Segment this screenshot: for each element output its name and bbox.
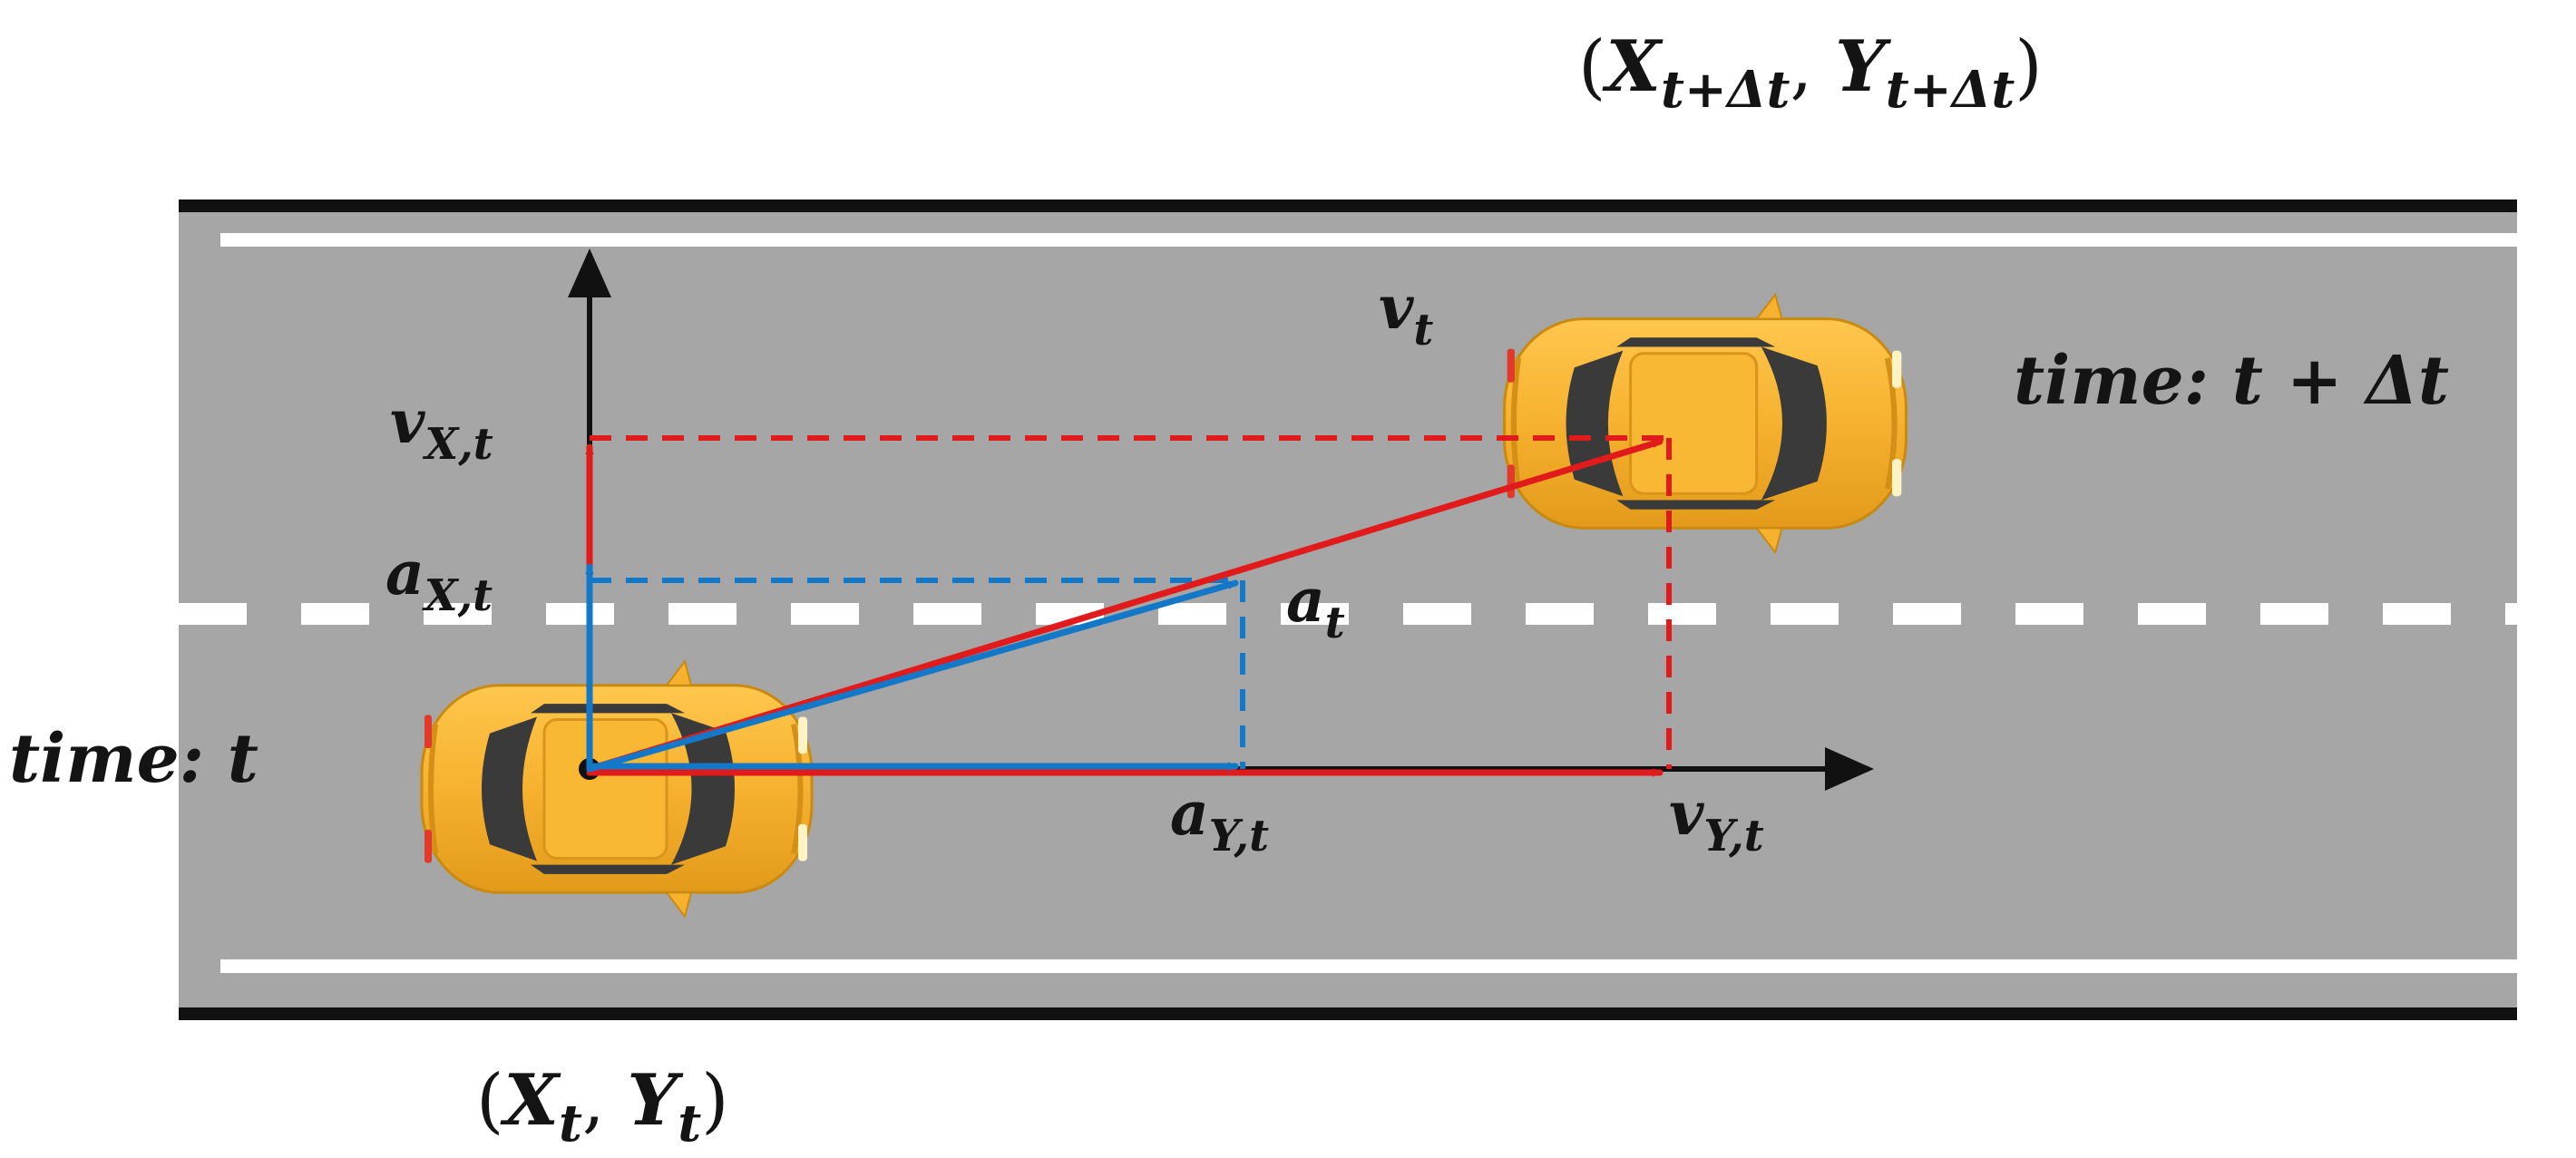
road-edge-bottom bbox=[179, 1007, 2517, 1020]
label-position-t: (Xt, Yt) bbox=[476, 1059, 729, 1153]
projections bbox=[590, 435, 1672, 769]
label-v-x-t: vX,t bbox=[390, 386, 493, 470]
label-time-t-plus-dt: time: t + Δt bbox=[2014, 342, 2449, 420]
label-v-y-t: vY,t bbox=[1669, 778, 1764, 861]
road-edge-top bbox=[179, 199, 2517, 212]
label-v-t: vt bbox=[1379, 272, 1433, 355]
lane-line-top bbox=[220, 233, 2538, 247]
lane-line-bottom bbox=[220, 959, 2538, 973]
label-a-t: at bbox=[1286, 565, 1345, 648]
car-icon-time-t bbox=[422, 661, 812, 917]
road bbox=[179, 199, 2549, 1020]
acceleration-vectors bbox=[586, 563, 1239, 773]
label-a-x-t: aX,t bbox=[385, 538, 493, 621]
label-position-t-plus-dt: (Xt+Δt, Yt+Δt) bbox=[1578, 25, 2043, 120]
acceleration-vector bbox=[586, 579, 1239, 773]
car-icon-time-t-plus-dt bbox=[1505, 295, 1907, 552]
label-time-t: time: t bbox=[9, 720, 259, 798]
label-a-y-t: aY,t bbox=[1170, 778, 1269, 861]
